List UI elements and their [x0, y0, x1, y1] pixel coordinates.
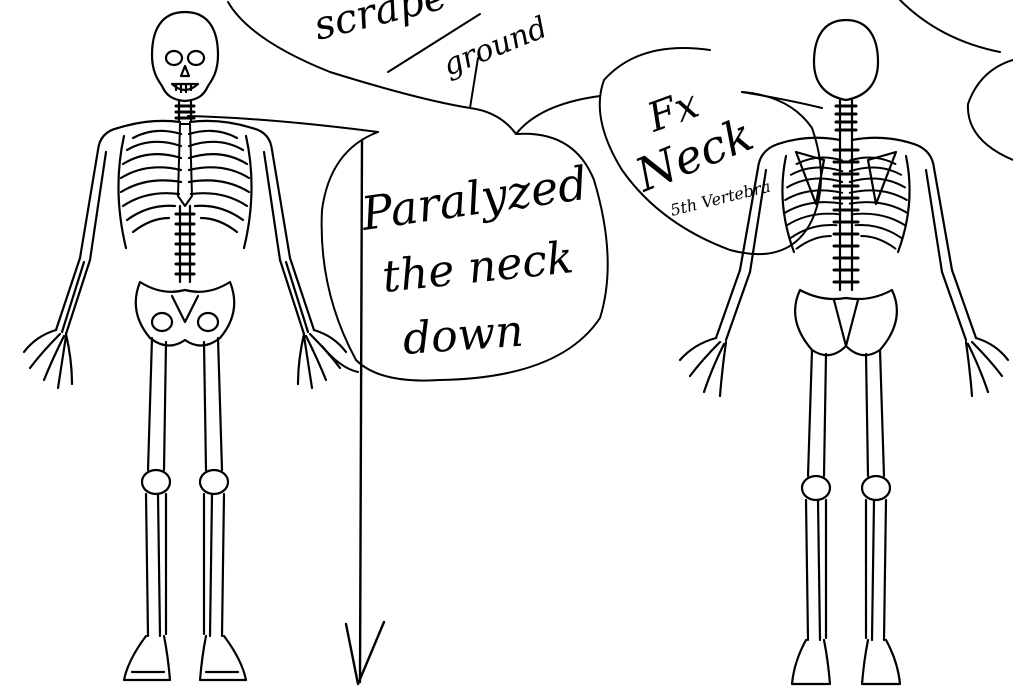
annotation-strokes: [188, 0, 1013, 684]
right-edge-bubble-outline: [968, 60, 1013, 160]
handwriting: scrape ground Paralyzed the neck down Fx…: [309, 0, 772, 365]
paralyzed-note-line-1: Paralyzed: [357, 156, 591, 241]
paralyzed-note-line-3: down: [401, 306, 525, 365]
paralyzed-note-line-2: the neck: [380, 232, 576, 303]
top-note-line-2: ground: [438, 10, 553, 83]
anterior-skeleton: [24, 12, 346, 680]
neck-pointer-line: [188, 116, 378, 132]
top-note-line-1: scrape: [309, 0, 451, 50]
skull-back: [814, 20, 878, 100]
